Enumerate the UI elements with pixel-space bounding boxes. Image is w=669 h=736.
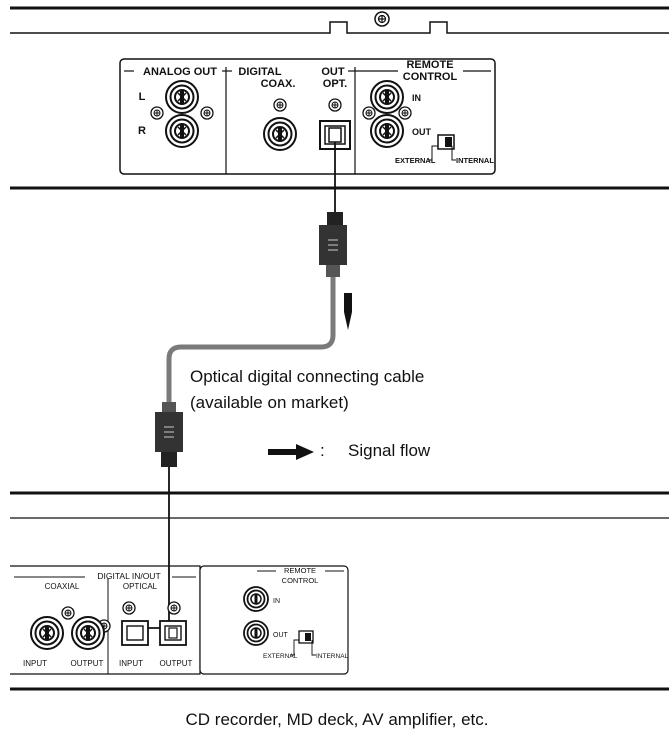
destination-device-rear-panel: DIGITAL IN/OUT COAXIAL OPTICAL INPUT OUT…	[10, 491, 669, 691]
screw-icon	[61, 606, 75, 620]
remote-out-label: OUT	[412, 127, 432, 137]
optical-input-port-icon	[121, 620, 149, 646]
optical-input-label: INPUT	[119, 659, 143, 668]
internal-label: INTERNAL	[456, 156, 494, 165]
remote-in-label: IN	[412, 93, 421, 103]
destination-device-caption: CD recorder, MD deck, AV amplifier, etc.	[186, 710, 489, 729]
digital-label: DIGITAL	[238, 66, 281, 78]
analog-out-l-jack-icon	[165, 80, 199, 114]
coax-label: COAX.	[261, 78, 296, 90]
internal-label: INTERNAL	[316, 653, 349, 660]
remote-label-2: CONTROL	[282, 576, 319, 585]
optical-output-label: OUTPUT	[160, 659, 193, 668]
signal-flow-label: Signal flow	[348, 441, 431, 460]
coaxial-input-jack-icon	[30, 616, 64, 650]
coaxial-output-jack-icon	[71, 616, 105, 650]
analog-out-label: ANALOG OUT	[143, 66, 217, 78]
remote-in-jack-icon	[243, 586, 269, 612]
signal-flow-arrow-icon	[268, 444, 314, 460]
remote-switch-icon	[290, 630, 316, 656]
optical-out-port-icon	[319, 120, 351, 150]
digital-coax-out-jack-icon	[263, 117, 297, 151]
analog-right-label: R	[138, 125, 146, 137]
external-label: EXTERNAL	[263, 653, 298, 660]
screw-icon	[328, 98, 342, 112]
screw-icon	[273, 98, 287, 112]
screw-icon	[200, 106, 214, 120]
source-device-rear-panel: ANALOG OUT L R DIGITAL OUT COAX. OPT. RE…	[10, 6, 669, 190]
remote-label-1: REMOTE	[406, 59, 453, 71]
remote-label-2: CONTROL	[403, 71, 458, 83]
remote-out-label: OUT	[273, 632, 289, 639]
cable-label-line-2: (available on market)	[190, 393, 349, 412]
optical-label: OPTICAL	[123, 582, 158, 591]
remote-in-jack-icon	[370, 80, 404, 114]
screw-icon	[398, 106, 412, 120]
screw-icon	[122, 601, 136, 615]
coaxial-label: COAXIAL	[45, 582, 80, 591]
remote-label-1: REMOTE	[284, 566, 316, 575]
remote-in-label: IN	[273, 598, 280, 605]
chassis-screw-icon	[374, 11, 390, 27]
legend: : Signal flow	[268, 441, 431, 460]
screw-icon	[150, 106, 164, 120]
analog-out-r-jack-icon	[165, 114, 199, 148]
remote-out-jack-icon	[243, 620, 269, 646]
external-label: EXTERNAL	[395, 156, 436, 165]
opt-label: OPT.	[323, 78, 347, 90]
remote-out-jack-icon	[370, 114, 404, 148]
screw-icon	[362, 106, 376, 120]
digital-inout-label: DIGITAL IN/OUT	[97, 571, 160, 581]
optical-cable	[134, 142, 352, 632]
remote-switch-icon	[428, 134, 456, 161]
coaxial-output-label: OUTPUT	[71, 659, 104, 668]
analog-left-label: L	[139, 91, 146, 103]
screw-icon	[167, 601, 181, 615]
coaxial-input-label: INPUT	[23, 659, 47, 668]
cable-label-line-1: Optical digital connecting cable	[190, 367, 424, 386]
digital-out-label: OUT	[321, 66, 345, 78]
signal-direction-arrow-icon	[344, 293, 352, 330]
legend-colon: :	[320, 441, 325, 460]
optical-output-port-icon	[159, 620, 187, 646]
